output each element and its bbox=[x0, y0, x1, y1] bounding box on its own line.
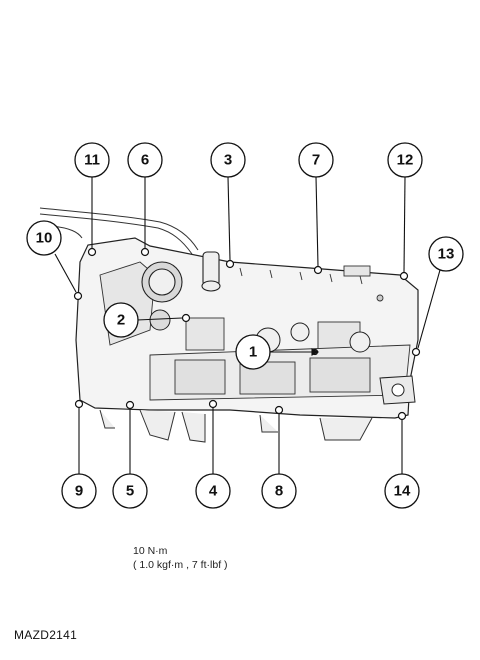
callout-1-circle bbox=[235, 334, 271, 370]
bolt-14 bbox=[397, 411, 407, 421]
callout-12: 12 bbox=[397, 152, 414, 169]
bolt-5 bbox=[125, 400, 135, 410]
callout-2: 2 bbox=[117, 312, 125, 329]
bolt-2 bbox=[181, 313, 191, 323]
callout-2-circle bbox=[103, 302, 139, 338]
callout-3: 3 bbox=[224, 152, 232, 169]
torque-conversion: ( 1.0 kgf·m , 7 ft·lbf ) bbox=[133, 559, 228, 571]
callout-6: 6 bbox=[141, 152, 149, 169]
leader-lines bbox=[54, 176, 441, 474]
bolt-6 bbox=[140, 247, 150, 257]
bolt-9 bbox=[74, 399, 84, 409]
callout-9-circle bbox=[61, 473, 97, 509]
pcv-tube bbox=[201, 251, 221, 292]
bolt-7 bbox=[313, 265, 323, 275]
bolt-4 bbox=[208, 399, 218, 409]
callout-10: 10 bbox=[36, 230, 53, 247]
top-ribs bbox=[239, 265, 384, 302]
callout-5: 5 bbox=[126, 483, 134, 500]
callouts bbox=[26, 142, 464, 509]
callout-7-circle bbox=[298, 142, 334, 178]
bolt-12 bbox=[399, 271, 409, 281]
callout-6-circle bbox=[127, 142, 163, 178]
oil-filler-cap bbox=[141, 261, 183, 303]
callout-5-circle bbox=[112, 473, 148, 509]
bolt-10 bbox=[73, 291, 83, 301]
callout-14: 14 bbox=[394, 483, 411, 500]
callout-13: 13 bbox=[438, 246, 455, 263]
bolt-3 bbox=[225, 259, 235, 269]
figure-id: MAZD2141 bbox=[14, 628, 78, 642]
callout-8: 8 bbox=[275, 483, 283, 500]
cover-panels bbox=[99, 261, 411, 401]
callout-3-circle bbox=[210, 142, 246, 178]
callout-8-circle bbox=[261, 473, 297, 509]
right-bracket bbox=[379, 375, 416, 405]
callout-4-circle bbox=[195, 473, 231, 509]
lower-engine-parts bbox=[99, 409, 373, 443]
callout-4: 4 bbox=[209, 483, 218, 500]
bolt-8 bbox=[274, 405, 284, 415]
torque-spec: 10 N·m ( 1.0 kgf·m , 7 ft·lbf ) bbox=[133, 544, 228, 572]
callout-12-circle bbox=[387, 142, 423, 178]
callout-11: 11 bbox=[84, 152, 100, 169]
callout-1: 1 bbox=[249, 344, 257, 361]
callout-10-circle bbox=[26, 220, 62, 256]
callout-7: 7 bbox=[312, 152, 320, 169]
bolt-11 bbox=[87, 247, 97, 257]
bolt-13 bbox=[411, 347, 421, 357]
callout-9: 9 bbox=[75, 483, 83, 500]
callout-14-circle bbox=[384, 473, 420, 509]
torque-value: 10 N·m bbox=[133, 545, 168, 557]
callout-13-circle bbox=[428, 236, 464, 272]
callout-11-circle bbox=[74, 142, 110, 178]
